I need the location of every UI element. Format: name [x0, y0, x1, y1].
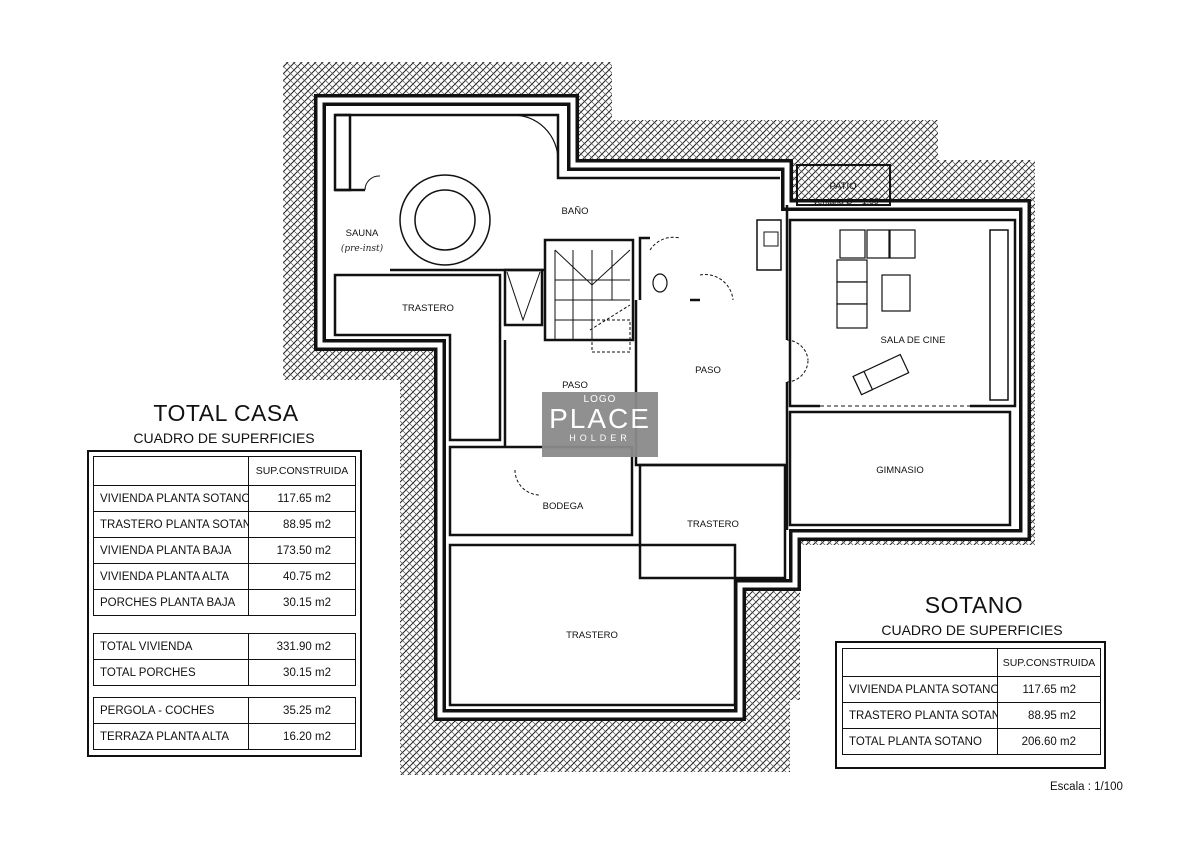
row-value: 117.65 m2 — [997, 676, 1101, 703]
sotano-subtitle: CUADRO DE SUPERFICIES — [881, 622, 1063, 638]
logo-placeholder: LOGO PLACE HOLDER — [542, 392, 658, 457]
interior-walls — [333, 113, 1017, 707]
row-value: 331.90 m2 — [248, 633, 356, 660]
row-value: 35.25 m2 — [248, 697, 356, 724]
room-label-sala-de-cine: SALA DE CINE — [881, 335, 946, 346]
total-casa-title: TOTAL CASA — [153, 400, 299, 426]
room-label-patio: PATIO — [829, 181, 856, 192]
sotano-frame — [835, 641, 1106, 769]
table-header-row: SUP.CONSTRUIDA — [93, 456, 356, 486]
row-label: PERGOLA - COCHES — [93, 697, 249, 724]
building-outline-inner — [317, 97, 1028, 718]
row-value: 117.65 m2 — [248, 485, 356, 512]
room-label-paso: PASO — [562, 380, 588, 391]
row-label: VIVIENDA PLANTA SOTANO — [842, 676, 998, 703]
row-value: 206.60 m2 — [997, 728, 1101, 755]
room-label-trastero: TRASTERO — [402, 303, 454, 314]
row-label: PORCHES PLANTA BAJA — [93, 589, 249, 616]
logo-main-text: PLACE — [549, 403, 651, 434]
row-value: 88.95 m2 — [997, 702, 1101, 729]
row-label: TERRAZA PLANTA ALTA — [93, 723, 249, 750]
room-label-gimnasio: GIMNASIO — [876, 465, 924, 476]
row-label: VIVIENDA PLANTA BAJA — [93, 537, 249, 564]
row-label: TOTAL PLANTA SOTANO — [842, 728, 998, 755]
column-header: SUP.CONSTRUIDA — [248, 456, 356, 486]
room-label-bano: BAÑO — [562, 206, 589, 217]
logo-top-text: LOGO — [583, 394, 617, 405]
row-value: 40.75 m2 — [248, 563, 356, 590]
total-casa-subtitle: CUADRO DE SUPERFICIES — [133, 430, 315, 446]
room-label-paso-right: PASO — [695, 365, 721, 376]
room-label-trastero: TRASTERO — [566, 630, 618, 641]
row-label: VIVIENDA PLANTA SOTANO — [93, 485, 249, 512]
patio-note: ventana Ø – 1.50 — [813, 196, 878, 206]
total-casa-frame — [87, 450, 362, 757]
row-label: VIVIENDA PLANTA ALTA — [93, 563, 249, 590]
room-labels: SAUNA (pre-inst) BAÑO TRASTERO PASO PASO… — [341, 181, 946, 641]
row-value: 88.95 m2 — [248, 511, 356, 538]
toilet-icon — [652, 273, 668, 293]
scale-label: Escala : 1/100 — [1050, 781, 1123, 793]
furniture — [836, 229, 916, 396]
row-label: TOTAL VIVIENDA — [93, 633, 249, 660]
room-label-bodega: BODEGA — [543, 501, 584, 512]
sotano-title: SOTANO — [924, 592, 1024, 618]
room-label-trastero: TRASTERO — [687, 519, 739, 530]
row-label: TOTAL PORCHES — [93, 659, 249, 686]
staircase — [543, 238, 635, 342]
table-header-row: SUP.CONSTRUIDA — [842, 648, 1101, 677]
room-label-sauna: SAUNA — [346, 228, 379, 239]
sauna-note: (pre-inst) — [341, 243, 384, 254]
row-label: TRASTERO PLANTA SOTANO — [93, 511, 249, 538]
row-value: 16.20 m2 — [248, 723, 356, 750]
jacuzzi — [399, 174, 491, 266]
row-value: 173.50 m2 — [248, 537, 356, 564]
column-header: SUP.CONSTRUIDA — [997, 648, 1101, 677]
row-value: 30.15 m2 — [248, 589, 356, 616]
row-label: TRASTERO PLANTA SOTANO — [842, 702, 998, 729]
row-value: 30.15 m2 — [248, 659, 356, 686]
logo-bottom-text: HOLDER — [569, 433, 631, 443]
